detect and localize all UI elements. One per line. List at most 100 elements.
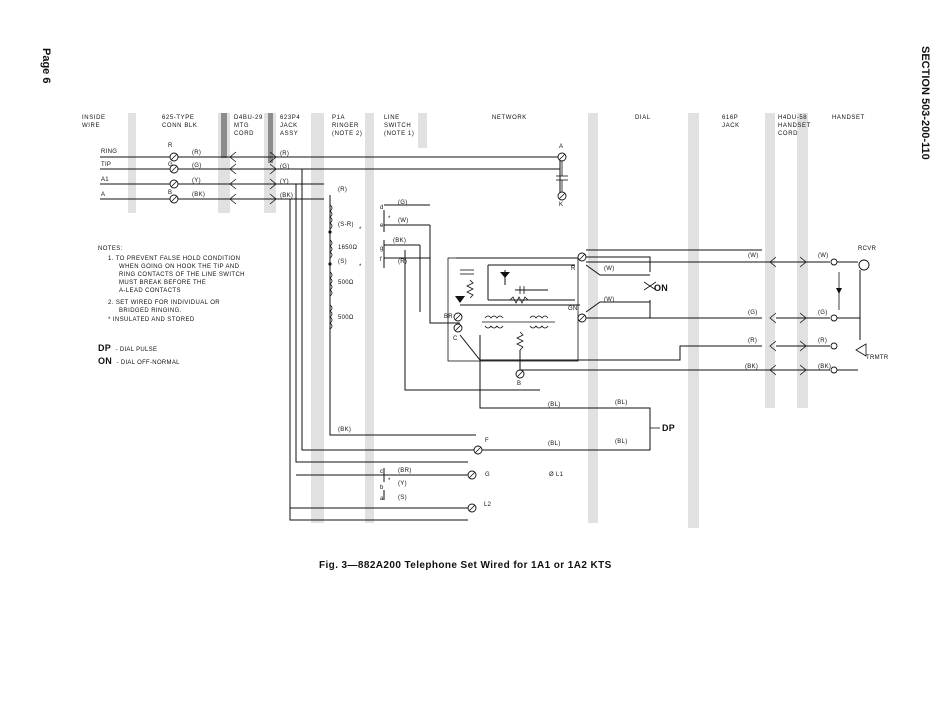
legend-dial-pulse: DP - DIAL PULSE	[98, 338, 157, 356]
legend-abbr: DP	[98, 343, 112, 353]
ringer-resistance-500-a: 500Ω	[338, 280, 354, 286]
column-header-handset-cord: H4DU-58 HANDSET CORD	[778, 115, 811, 137]
wire-label-g: (G)	[280, 164, 290, 170]
column-header-ringer: P1A RINGER (NOTE 2)	[332, 115, 363, 137]
column-header-dial: DIAL	[635, 115, 651, 121]
ringer-resistance-1650: 1650Ω	[338, 245, 358, 251]
wire-label-bk: (BK)	[192, 192, 206, 198]
note-line: A-LEAD CONTACTS	[119, 288, 181, 294]
column-header-line-switch: LINE SWITCH (NOTE 1)	[384, 115, 415, 137]
incoming-leads	[100, 156, 561, 200]
wire-label-bk: (BK)	[745, 364, 759, 370]
note-line: BRIDGED RINGING.	[119, 308, 182, 314]
note-line: 2. SET WIRED FOR INDIVIDUAL OR	[108, 300, 221, 306]
legend-abbr: ON	[98, 356, 113, 366]
figure-caption: Fig. 3—882A200 Telephone Set Wired for 1…	[319, 560, 612, 571]
switch-contact-g: g	[380, 246, 384, 252]
network-terminal-c: C	[453, 336, 458, 342]
conn-terminal-b: B	[168, 190, 173, 196]
wire-label-w: (W)	[748, 253, 759, 259]
wire-label-bl: (BL)	[548, 402, 561, 408]
network-ak	[556, 152, 568, 201]
note-line: RING CONTACTS OF THE LINE SWITCH	[119, 272, 245, 278]
insulated-marker: *	[359, 264, 362, 270]
network-terminal-a: A	[559, 144, 564, 150]
wire-label-bl: (BL)	[615, 400, 628, 406]
legend-dial-off-normal: ON - DIAL OFF-NORMAL	[98, 351, 180, 369]
switch-contact-d: d	[380, 205, 384, 211]
network-terminal-k: K	[559, 202, 564, 208]
column-header-conn-blk: 625-TYPE CONN BLK	[162, 115, 198, 129]
wire-label-w: (W)	[604, 297, 615, 303]
switch-contact-c: c	[380, 469, 384, 475]
network-terminal-gn: GN	[568, 306, 578, 312]
jack-arrows	[229, 151, 277, 205]
network-terminal-br: BR	[444, 314, 453, 320]
note-line: MUST BREAK BEFORE THE	[119, 280, 207, 286]
wire-label-bl: (BL)	[548, 441, 561, 447]
insulated-marker: *	[388, 478, 391, 484]
network-terminal-l2: L2	[484, 502, 492, 508]
column-shading	[128, 113, 808, 528]
wire-label-r: (R)	[398, 259, 408, 265]
handset-wiring	[459, 256, 870, 376]
network-terminal-f: F	[485, 438, 489, 444]
wire-label-g: (G)	[748, 310, 758, 316]
wire-label-s: (S)	[398, 495, 407, 501]
wire-label-bk: (BK)	[393, 238, 407, 244]
note-line: * INSULATED AND STORED	[108, 317, 195, 323]
column-header-jack-616p: 616P JACK	[722, 115, 740, 129]
conn-terminal-r: R	[168, 143, 173, 149]
ringer-coils	[328, 195, 333, 330]
ringer-resistance-500-b: 500Ω	[338, 315, 354, 321]
column-header-network: NETWORK	[492, 115, 527, 121]
line-switch	[383, 204, 460, 500]
switch-contact-a: a	[380, 496, 384, 502]
network-terminal-b: B	[517, 381, 522, 387]
lead-a1: A1	[101, 177, 109, 183]
wire-label-bk: (BK)	[280, 193, 294, 199]
legend-text: - DIAL OFF-NORMAL	[116, 360, 180, 366]
network-r-gn	[577, 249, 762, 323]
wire-label-r: (R)	[818, 338, 828, 344]
legend-text: - DIAL PULSE	[115, 347, 158, 353]
note-line: 1. TO PREVENT FALSE HOLD CONDITION	[108, 256, 241, 262]
receiver-label: RCVR	[858, 246, 877, 252]
transmitter-label: TRMTR	[866, 355, 889, 361]
network-terminal-r: R	[571, 266, 576, 272]
wire-label-g: (G)	[192, 163, 202, 169]
column-header-inside-wire: INSIDE WIRE	[82, 115, 106, 129]
network-terminal-g: G	[485, 472, 490, 478]
dial-pulse-switch-label: DP	[662, 423, 676, 433]
dial-off-normal-switch-label: ON	[654, 283, 669, 293]
conn-block-terminals	[169, 152, 179, 204]
wire-label-br: (BR)	[398, 468, 412, 474]
wire-label-r: (R)	[280, 151, 290, 157]
network-terminal-l1: Ø L1	[549, 472, 564, 478]
wire-label-s-r: (S-R)	[338, 222, 354, 228]
wire-label-s: (S)	[338, 259, 347, 265]
wire-label-y: (Y)	[192, 178, 201, 184]
dial-wiring	[404, 250, 660, 513]
switch-contact-e: e	[380, 223, 384, 229]
wire-label-w: (W)	[398, 218, 409, 224]
wire-label-r: (R)	[192, 150, 202, 156]
lead-a: A	[101, 192, 106, 198]
column-header-handset: HANDSET	[832, 115, 865, 121]
notes-heading: NOTES:	[98, 246, 123, 252]
network-internals	[447, 257, 580, 379]
insulated-marker: *	[388, 216, 391, 222]
insulated-marker: *	[359, 227, 362, 233]
lead-ring: RING	[101, 149, 118, 155]
wire-label-w: (W)	[818, 253, 829, 259]
wire-label-y: (Y)	[280, 179, 289, 185]
wire-label-r: (R)	[748, 338, 758, 344]
note-line: WHEN GOING ON HOOK THE TIP AND	[119, 264, 240, 270]
column-header-jack-assy: 623P4 JACK ASSY	[280, 115, 301, 137]
wire-label-w: (W)	[604, 266, 615, 272]
switch-contact-f: f	[380, 257, 382, 263]
wire-label-g: (G)	[398, 200, 408, 206]
wire-label-bk: (BK)	[818, 364, 832, 370]
switch-contact-b: b	[380, 485, 384, 491]
